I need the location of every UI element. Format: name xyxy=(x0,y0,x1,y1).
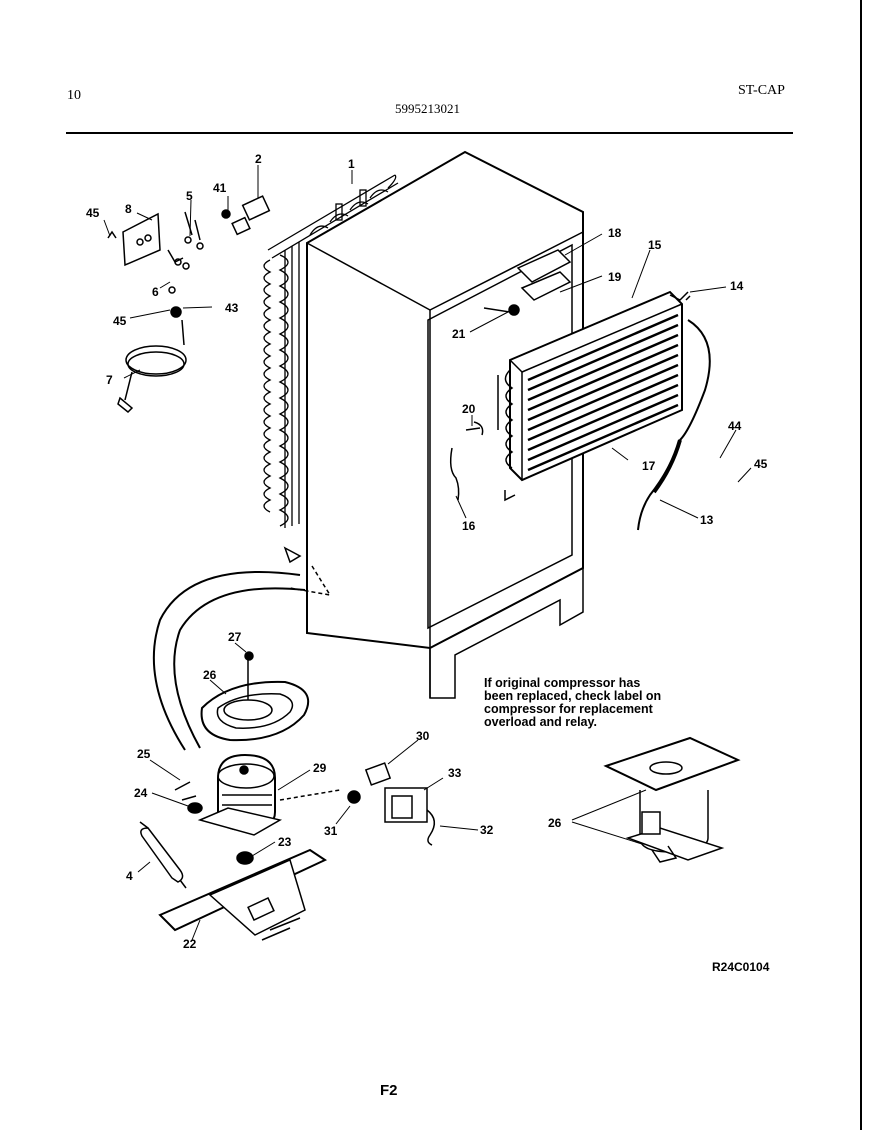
callout-19: 19 xyxy=(608,270,622,284)
callout-22: 22 xyxy=(183,937,197,951)
filter-drier xyxy=(139,821,187,889)
callout-14: 14 xyxy=(730,279,744,293)
callout-27: 27 xyxy=(228,630,242,644)
callout-45-right: 45 xyxy=(754,457,768,471)
evaporator xyxy=(497,290,691,502)
callout-33: 33 xyxy=(448,766,462,780)
callout-45-top: 45 xyxy=(86,206,100,220)
suction-line xyxy=(637,319,711,531)
callout-18: 18 xyxy=(608,226,622,240)
callout-16: 16 xyxy=(462,519,476,533)
compressor xyxy=(197,753,283,836)
callout-8: 8 xyxy=(125,202,132,216)
callout-30: 30 xyxy=(416,729,430,743)
callout-5: 5 xyxy=(186,189,193,203)
damper-control xyxy=(449,249,572,501)
replacement-compressor xyxy=(603,736,741,863)
grommet-parts xyxy=(174,781,254,865)
callout-32: 32 xyxy=(480,823,494,837)
callout-26-drain-pan: 26 xyxy=(203,668,217,682)
callout-7: 7 xyxy=(106,373,113,387)
replacement-note: If original compressor has been replaced… xyxy=(484,676,662,729)
callout-25: 25 xyxy=(137,747,151,761)
section-code: ST-CAP xyxy=(738,83,785,98)
callout-23: 23 xyxy=(278,835,292,849)
relay-overload xyxy=(279,762,436,846)
leader-lines xyxy=(103,165,752,941)
callout-17: 17 xyxy=(642,459,656,473)
drain-tube xyxy=(152,571,301,751)
page-number: 10 xyxy=(67,88,81,103)
power-cord xyxy=(117,319,187,414)
condenser-coil xyxy=(263,174,399,528)
reference-code: R24C0104 xyxy=(712,960,770,974)
callout-21: 21 xyxy=(452,327,466,341)
drain-pan xyxy=(200,651,310,742)
callout-20: 20 xyxy=(462,402,476,416)
thermostat-bracket xyxy=(221,195,271,236)
compressor-base xyxy=(158,848,328,941)
figure-label: F2 xyxy=(380,1082,398,1099)
suction-line-insulation xyxy=(652,439,682,494)
assembly-arrow xyxy=(283,546,302,564)
callout-29: 29 xyxy=(313,761,327,775)
relay-bracket xyxy=(107,212,161,267)
callout-31: 31 xyxy=(324,824,338,838)
callout-1: 1 xyxy=(348,157,355,171)
callout-2: 2 xyxy=(255,152,262,166)
callout-24: 24 xyxy=(134,786,148,800)
header-rule xyxy=(66,132,793,134)
callout-13: 13 xyxy=(700,513,714,527)
callout-4: 4 xyxy=(126,869,133,883)
refrigerator-cabinet xyxy=(306,150,584,699)
model-number: 5995213021 xyxy=(395,101,460,116)
callout-15: 15 xyxy=(648,238,662,252)
callout-43: 43 xyxy=(225,301,239,315)
callout-45-left: 45 xyxy=(113,314,127,328)
defrost-heater-parts xyxy=(167,211,204,318)
page-border xyxy=(860,0,862,1130)
callout-6: 6 xyxy=(152,285,159,299)
callout-44: 44 xyxy=(728,419,742,433)
callout-41: 41 xyxy=(213,181,227,195)
callout-26-compressor: 26 xyxy=(548,816,562,830)
